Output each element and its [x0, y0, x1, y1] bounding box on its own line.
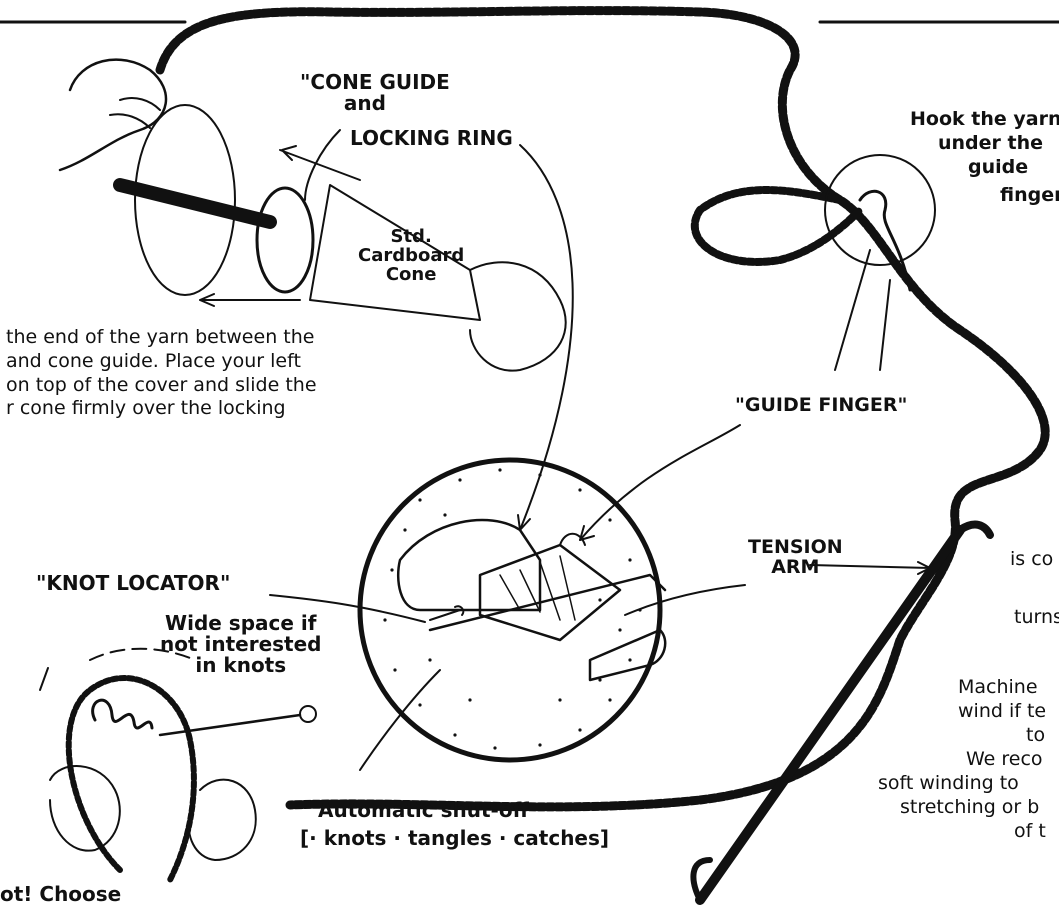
- shutoff-line1: Automatic shut-off: [318, 800, 529, 821]
- cone-guide-line1: "CONE GUIDE: [300, 72, 450, 93]
- cone-guide-line2: and: [280, 93, 450, 114]
- right-line2: turns: [1014, 606, 1059, 630]
- std-cone-label: Std. Cardboard Cone: [358, 228, 464, 285]
- hook-pointer-2: [880, 280, 890, 370]
- guide-finger-label: "GUIDE FINGER": [735, 396, 907, 416]
- cone-push-arrow: [200, 294, 300, 306]
- instruction-line4: r cone firmly over the locking: [6, 397, 317, 421]
- instruction-text: the end of the yarn between the and cone…: [6, 326, 317, 421]
- right-line9: of t: [1014, 820, 1046, 844]
- hook-line4: finger: [1000, 186, 1059, 206]
- std-cone-line3: Cone: [358, 266, 464, 285]
- shutoff-pointer: [360, 670, 440, 770]
- guide-finger-pointer: [580, 425, 740, 540]
- knot-locator-pin: [430, 606, 463, 620]
- right-line8: stretching or b: [900, 796, 1039, 820]
- cone-hand: [470, 262, 566, 370]
- cone-guide-arrow: [280, 146, 360, 180]
- wide-line1: Wide space if: [160, 613, 322, 634]
- hook-line2: under the: [938, 134, 1043, 154]
- right-line5: to: [1026, 724, 1045, 748]
- cone-guide-label: "CONE GUIDE and: [300, 72, 450, 114]
- instruction-line2: and cone guide. Place your left: [6, 350, 317, 374]
- shutoff-line2: [· knots · tangles · catches]: [300, 828, 609, 849]
- tension-arm-tip: [960, 525, 990, 535]
- knot-spring-end: [300, 706, 316, 722]
- knot-left-tick: [40, 668, 48, 690]
- wide-line3: in knots: [160, 655, 322, 676]
- machine-body: [398, 520, 540, 610]
- wide-space-label: Wide space if not interested in knots: [160, 613, 322, 676]
- instruction-line1: the end of the yarn between the: [6, 326, 317, 350]
- tension-line1: TENSION: [748, 538, 843, 558]
- right-line4: wind if te: [958, 700, 1046, 724]
- spindle: [120, 185, 270, 222]
- knot-coils: [93, 700, 152, 728]
- instruction-line3: on top of the cover and slide the: [6, 374, 317, 398]
- right-line1: is co: [1010, 548, 1053, 572]
- locking-ring-label: LOCKING RING: [350, 128, 513, 149]
- std-cone-line2: Cardboard: [358, 247, 464, 266]
- hook-pointer: [835, 250, 870, 370]
- tension-line2: ARM: [748, 558, 843, 578]
- hook-line1: Hook the yarn: [910, 110, 1059, 130]
- lower-hand-right: [189, 780, 256, 860]
- tension-arm-label: TENSION ARM: [748, 538, 843, 578]
- wide-line2: not interested: [160, 634, 322, 655]
- choose-label: ot! Choose: [0, 884, 121, 905]
- knot-locator-label: "KNOT LOCATOR": [36, 573, 230, 594]
- yarn-strand-branch: [695, 190, 860, 262]
- locking-ring: [257, 188, 313, 292]
- tension-arm-curve: [625, 585, 745, 615]
- right-line3: Machine: [958, 676, 1038, 700]
- right-line6: We reco: [966, 748, 1043, 772]
- lower-hand-left: [50, 766, 120, 851]
- hook-line3: guide: [968, 158, 1028, 178]
- right-line7: soft winding to: [878, 772, 1019, 796]
